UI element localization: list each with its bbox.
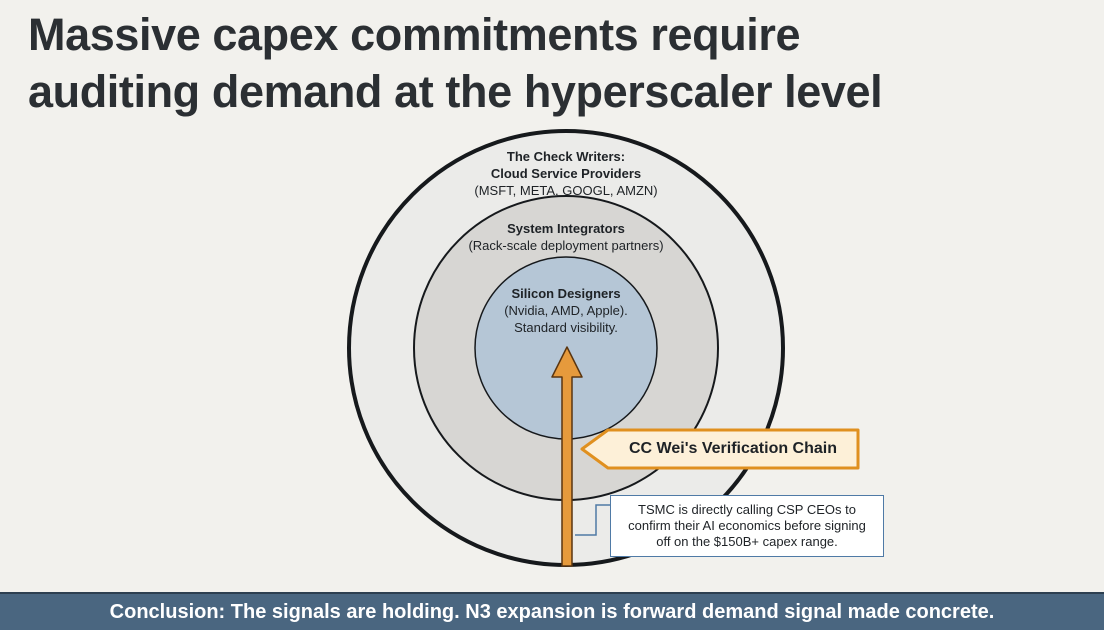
- callout-label: CC Wei's Verification Chain: [629, 440, 837, 457]
- note-line-3: off on the $150B+ capex range.: [656, 534, 838, 549]
- note-connector: [575, 504, 610, 536]
- page-title: Massive capex commitments require auditi…: [28, 6, 1088, 120]
- inner-ring-label: Silicon Designers (Nvidia, AMD, Apple). …: [476, 285, 656, 336]
- inner-ring-subtitle-1: (Nvidia, AMD, Apple).: [504, 303, 628, 318]
- inner-ring-subtitle-2: Standard visibility.: [514, 320, 618, 335]
- outer-ring-heading-1: The Check Writers:: [506, 149, 626, 164]
- note-line-1: TSMC is directly calling CSP CEOs to: [638, 502, 856, 517]
- middle-ring-subtitle: (Rack-scale deployment partners): [468, 238, 664, 253]
- conclusion-banner: Conclusion: The signals are holding. N3 …: [0, 592, 1104, 630]
- outer-ring-heading-2: Cloud Service Providers: [490, 166, 642, 181]
- title-line-2: auditing demand at the hyperscaler level: [28, 66, 883, 117]
- callout-box: [580, 428, 860, 470]
- note-box: TSMC is directly calling CSP CEOs to con…: [610, 495, 884, 557]
- note-line-2: confirm their AI economics before signin…: [628, 518, 866, 533]
- outer-ring-subtitle: (MSFT, META, GOOGL, AMZN): [474, 183, 658, 198]
- middle-ring-label: System Integrators (Rack-scale deploymen…: [436, 220, 696, 254]
- inner-ring-heading: Silicon Designers: [511, 286, 621, 301]
- middle-ring-heading: System Integrators: [507, 221, 625, 236]
- outer-ring-label: The Check Writers: Cloud Service Provide…: [426, 148, 706, 199]
- verification-arrow: [551, 346, 583, 567]
- title-line-1: Massive capex commitments require: [28, 9, 801, 60]
